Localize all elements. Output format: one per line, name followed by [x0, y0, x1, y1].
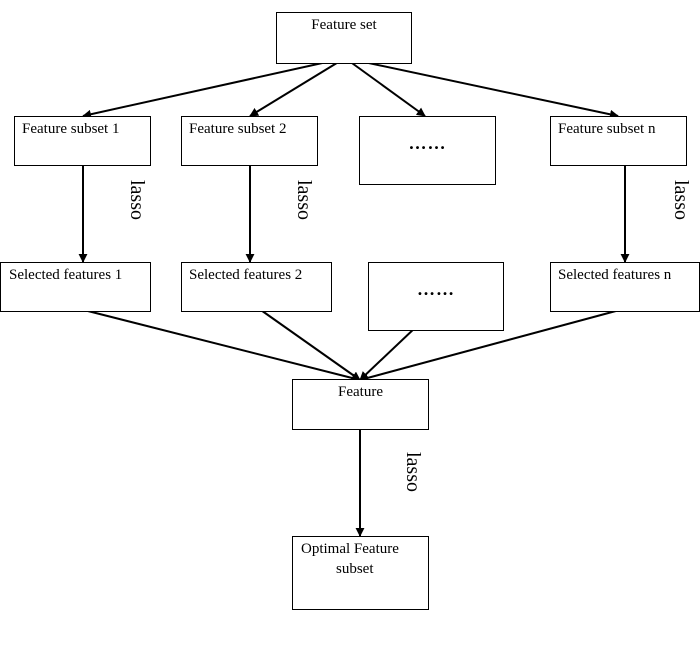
node-selected-features-1: Selected features 1 — [0, 262, 151, 312]
edge-selected-n-to-feature — [359, 307, 628, 383]
edge-label-lasso-2: lasso — [293, 180, 315, 220]
node-optimal-feature-subset-line1: Optimal Feature — [301, 541, 399, 557]
edge-set-to-subset-2 — [249, 57, 346, 117]
node-feature-subset-1-label: Feature subset 1 — [22, 121, 120, 137]
node-selected-features-1-label: Selected features 1 — [9, 267, 123, 283]
node-feature-set-label: Feature set — [311, 17, 377, 33]
edge-label-lasso-n: lasso — [670, 180, 692, 220]
node-selected-features-n: Selected features n — [550, 262, 700, 312]
node-optimal-feature-subset-line2: subset — [336, 561, 374, 577]
edge-set-to-subset-n — [344, 57, 619, 119]
edge-label-lasso-1: lasso — [126, 180, 148, 220]
edge-label-lasso-final: lasso — [402, 452, 424, 492]
edge-selected-2-to-feature — [257, 307, 361, 381]
node-optimal-feature-subset: Optimal Feature subset — [292, 536, 429, 610]
edge-set-to-subset-1 — [82, 57, 346, 119]
node-feature-subset-2: Feature subset 2 — [181, 116, 318, 166]
node-selected-features-2-label: Selected features 2 — [189, 267, 303, 283]
node-feature-label: Feature — [338, 384, 383, 400]
node-feature-set: Feature set — [276, 12, 412, 64]
edge-set-to-subset-ellipsis — [344, 57, 426, 117]
node-selected-features-ellipsis: …… — [368, 262, 504, 331]
node-selected-features-n-label: Selected features n — [558, 267, 672, 283]
node-feature-subset-2-label: Feature subset 2 — [189, 121, 287, 137]
node-selected-features-ellipsis-label: …… — [417, 279, 455, 299]
node-selected-features-2: Selected features 2 — [181, 262, 332, 312]
node-feature-subset-n: Feature subset n — [550, 116, 687, 166]
edge-selected-1-to-feature — [75, 307, 361, 383]
node-feature-subset-n-label: Feature subset n — [558, 121, 656, 137]
node-feature-subset-1: Feature subset 1 — [14, 116, 151, 166]
node-feature-subset-ellipsis-label: …… — [408, 133, 447, 153]
node-feature-subset-ellipsis: …… — [359, 116, 496, 185]
node-feature: Feature — [292, 379, 429, 430]
